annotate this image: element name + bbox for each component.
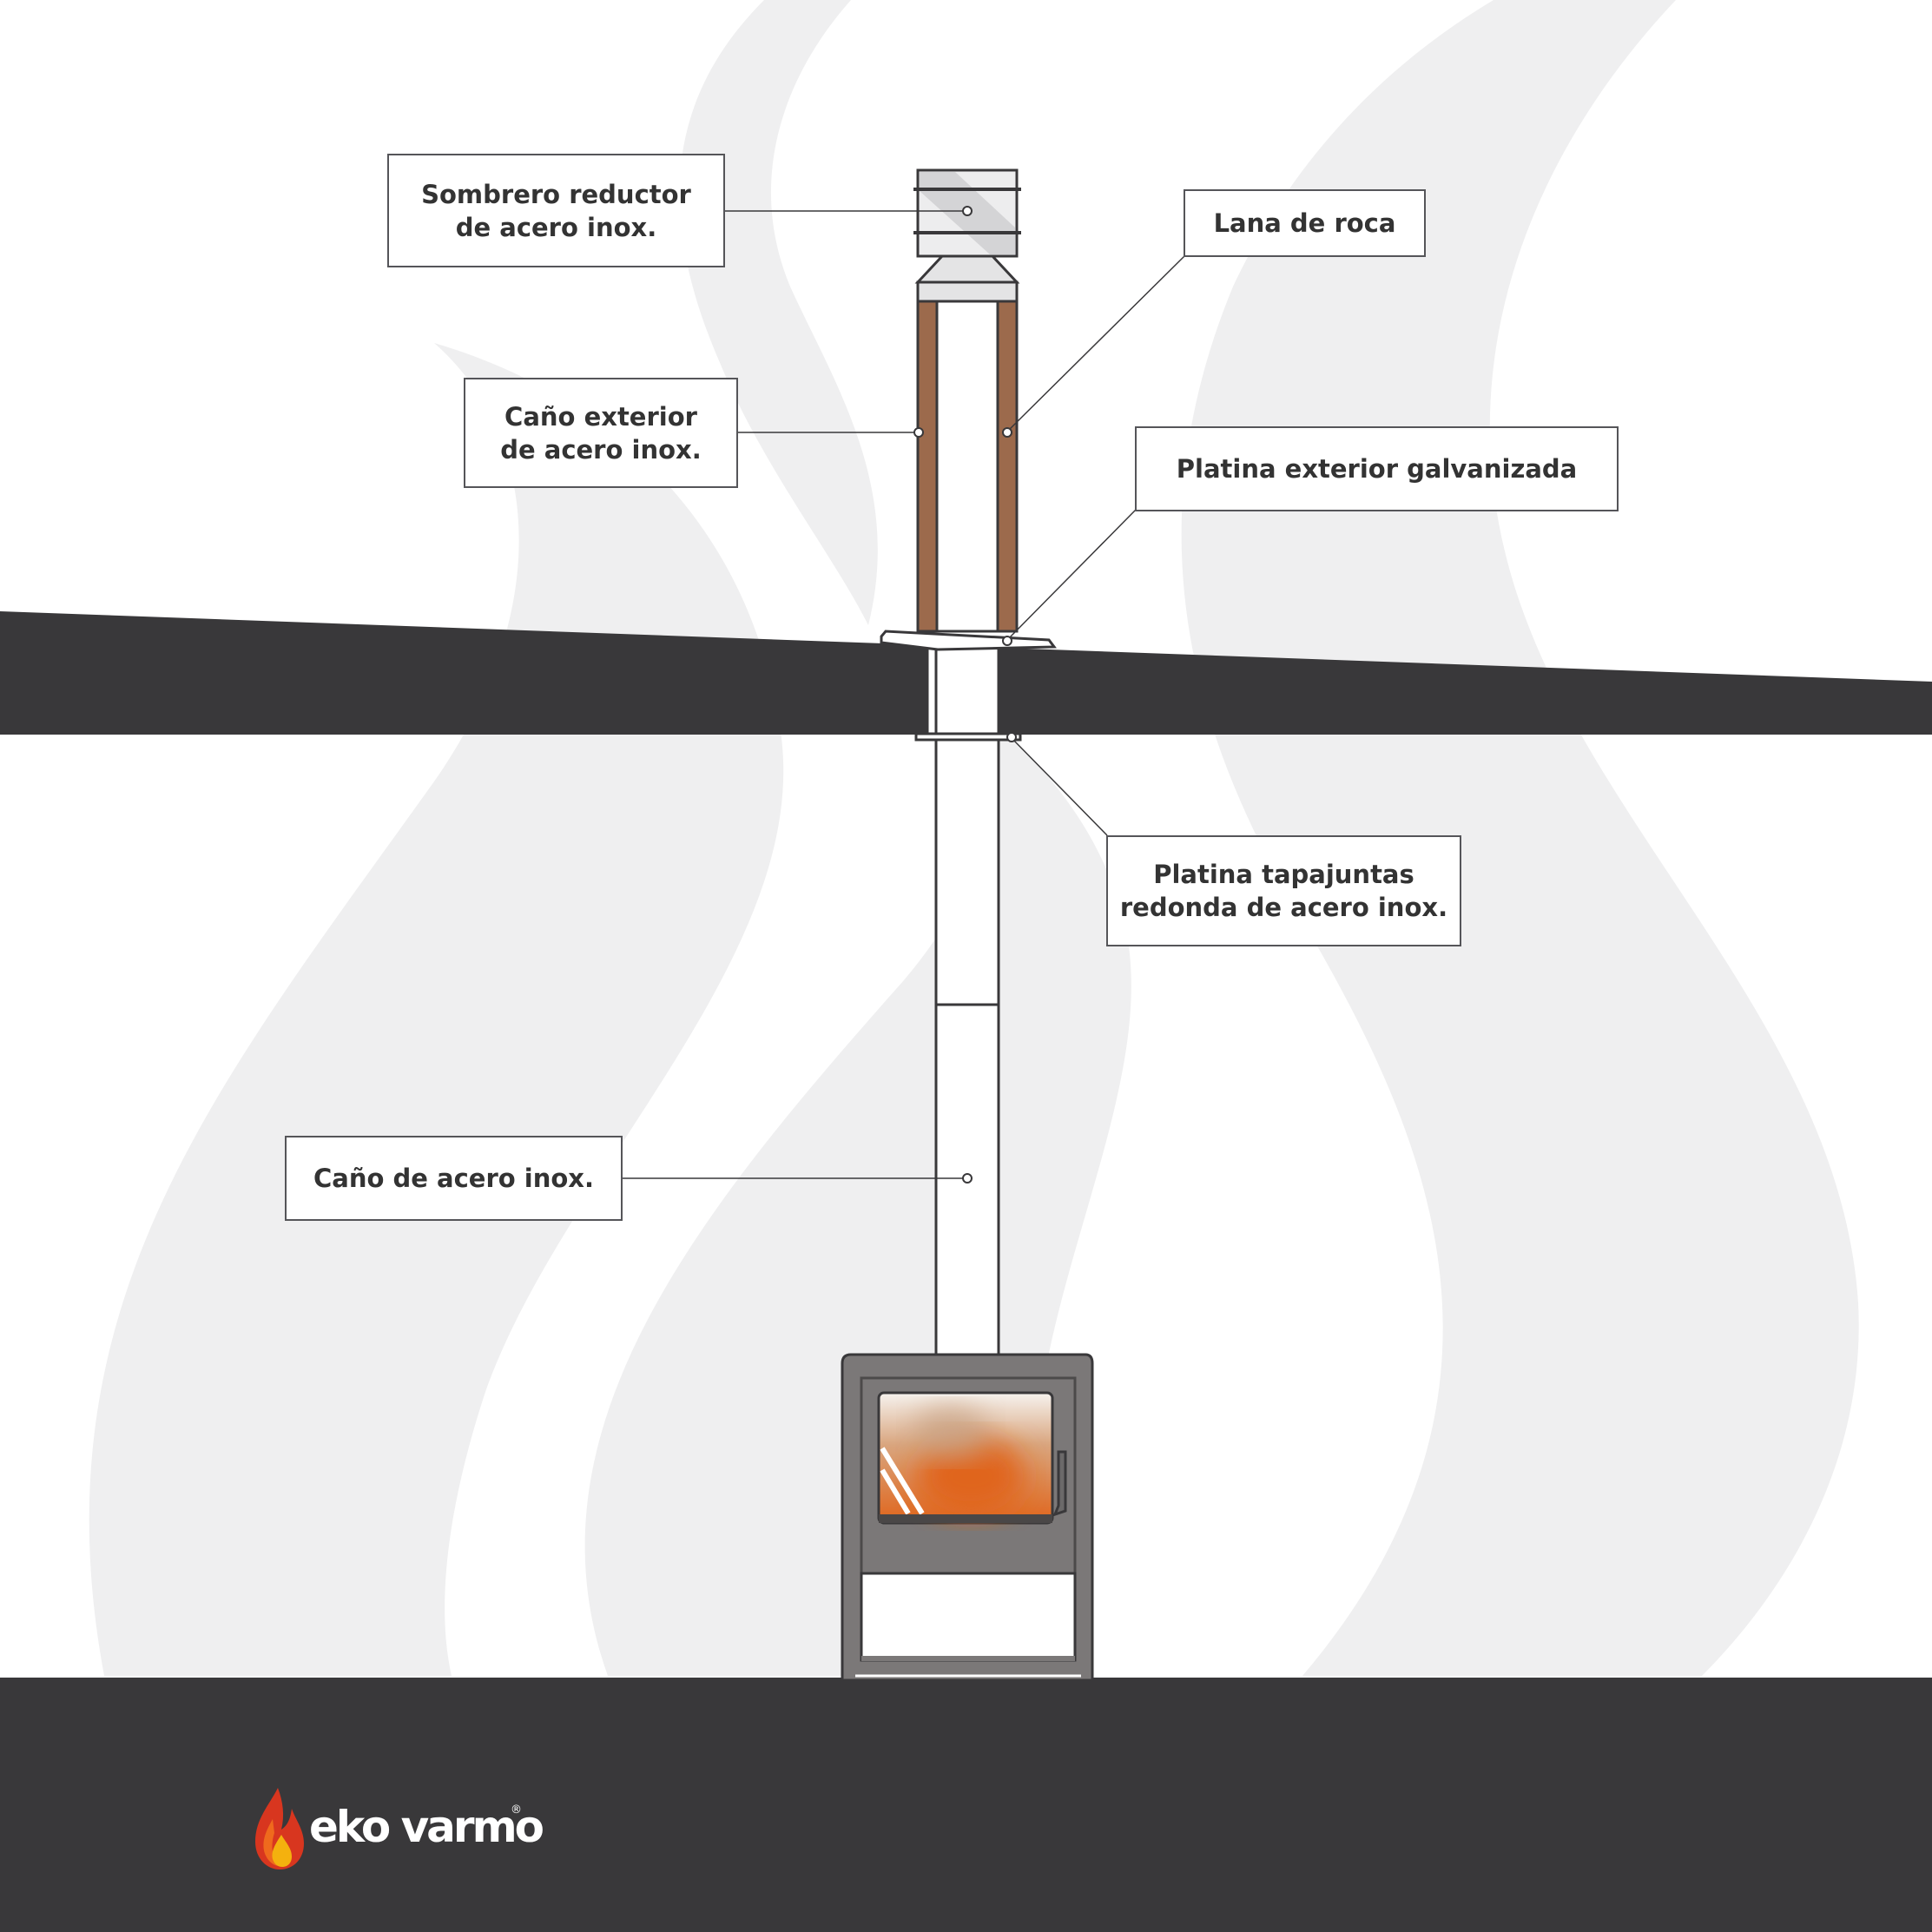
- callout-pipe: Caño de acero inox.: [285, 1136, 623, 1221]
- cap-collar: [916, 280, 1019, 303]
- callout-outer-pipe-text: Caño exterior de acero inox.: [500, 401, 702, 465]
- brand-logo: eko varmo ®: [252, 1784, 544, 1871]
- outer-insulated-pipe: [916, 300, 1019, 633]
- leader-outer-plate-dot: [1002, 636, 1012, 646]
- callout-flashing-plate-text: Platina tapajuntas redonda de acero inox…: [1119, 860, 1448, 922]
- leader-rock-wool-dot: [1002, 427, 1012, 438]
- brand-registered-mark: ®: [511, 1803, 522, 1817]
- flame-logo-icon: [255, 1788, 304, 1869]
- door-handle: [1052, 1450, 1067, 1517]
- callout-flashing-plate: Platina tapajuntas redonda de acero inox…: [1106, 835, 1461, 946]
- flame-logo-orange: [263, 1819, 280, 1866]
- fire-glow-top: [912, 1407, 990, 1459]
- inner-flue: [935, 300, 999, 633]
- leader-lines: [623, 206, 1185, 1184]
- round-flashing-plate: [914, 732, 1022, 742]
- brand-name: eko varmo: [309, 1802, 544, 1852]
- glass-reflection-2: [880, 1468, 911, 1515]
- leader-rock-wool: [1006, 255, 1185, 432]
- callout-hat: Sombrero reductor de acero inox.: [387, 154, 725, 267]
- glass-reflection-1: [880, 1447, 925, 1515]
- leader-hat-dot: [962, 206, 973, 216]
- watermark-flame-top: [679, 0, 878, 625]
- galvanized-roof-plate: [880, 630, 1057, 651]
- cap-cone: [914, 254, 1020, 284]
- pipe-body: [934, 639, 1000, 1356]
- insulation-right: [996, 300, 1019, 633]
- leader-flashing-plate-dot: [1006, 732, 1017, 742]
- rain-cap: [913, 168, 1021, 303]
- callout-outer-pipe: Caño exterior de acero inox.: [464, 378, 738, 488]
- leader-outer-pipe-dot: [913, 427, 924, 438]
- wood-stove: [841, 1353, 1094, 1682]
- callout-rock-wool: Lana de roca: [1184, 189, 1426, 257]
- inner-stainless-pipe: [934, 639, 1000, 1356]
- flame-logo-yellow: [272, 1835, 292, 1867]
- watermark-flame-right: [1181, 0, 1859, 1676]
- leader-pipe-dot: [962, 1173, 973, 1184]
- floor: [0, 1678, 1932, 1932]
- callout-rock-wool-text: Lana de roca: [1213, 208, 1396, 238]
- callout-pipe-text: Caño de acero inox.: [313, 1164, 595, 1193]
- callout-hat-text: Sombrero reductor de acero inox.: [421, 179, 691, 242]
- callout-outer-plate: Platina exterior galvanizada: [1135, 426, 1619, 511]
- fire-tray: [879, 1514, 1052, 1523]
- log-compartment: [860, 1572, 1077, 1662]
- insulation-left: [916, 300, 939, 633]
- leader-outer-plate: [1006, 509, 1137, 641]
- callout-outer-plate-text: Platina exterior galvanizada: [1176, 454, 1578, 484]
- leader-flashing-plate: [1011, 737, 1108, 836]
